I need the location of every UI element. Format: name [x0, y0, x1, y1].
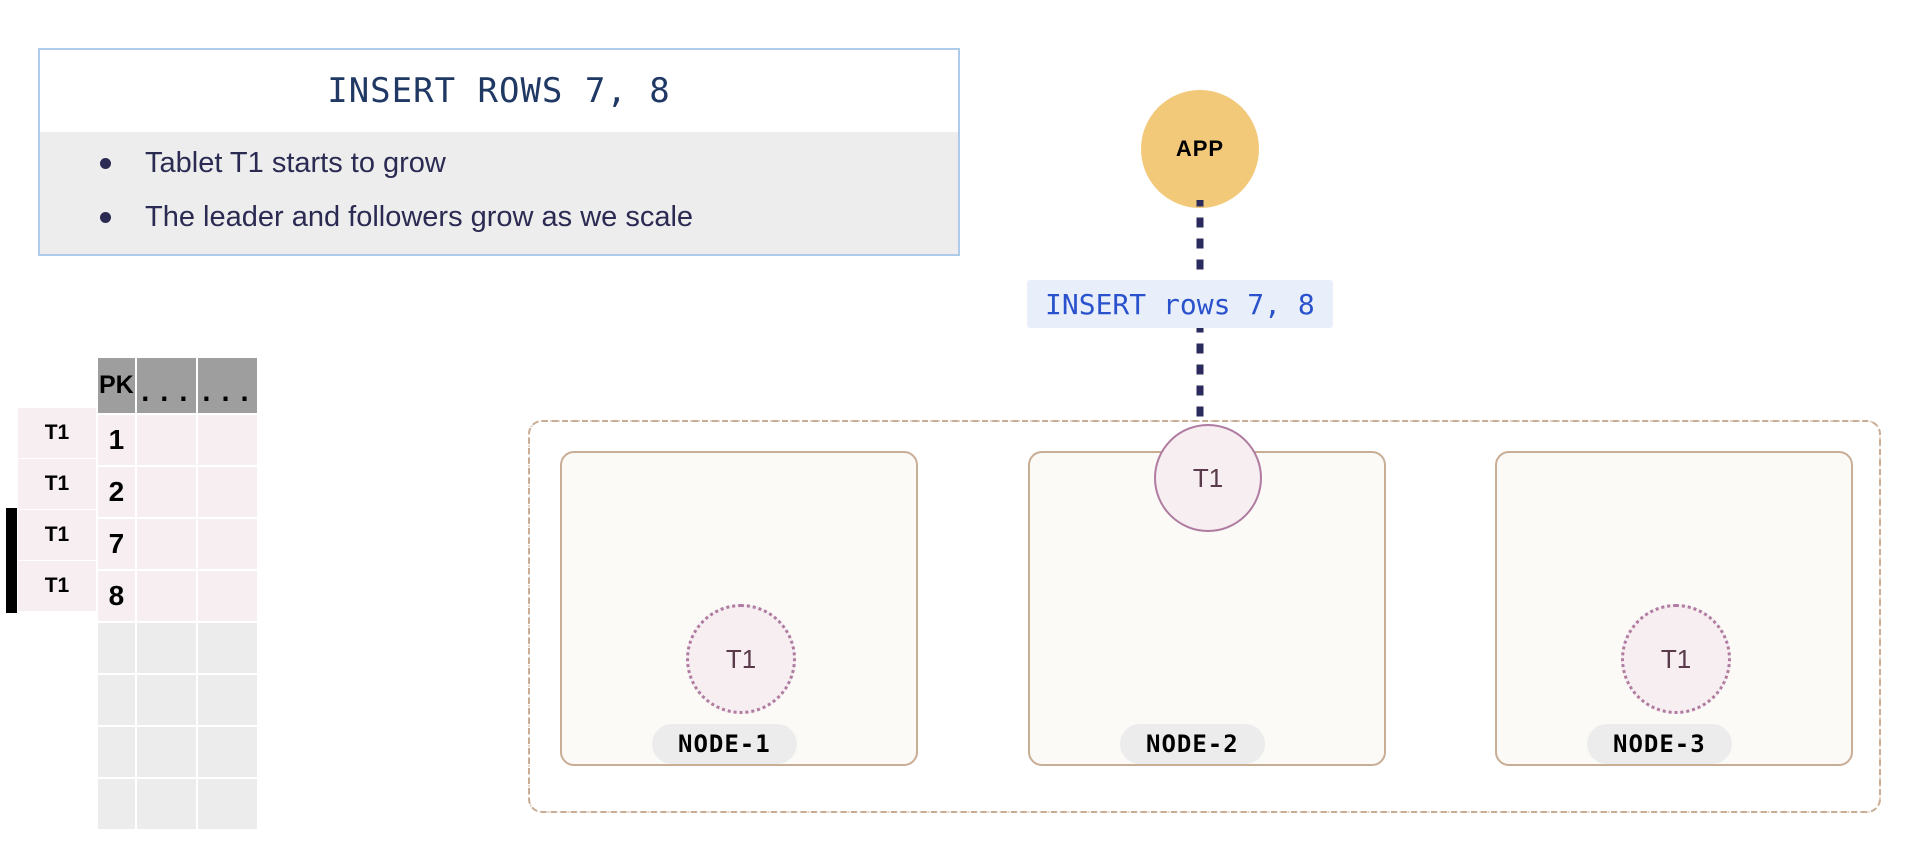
cluster-boundary: T1 T1 T1 NODE-1 NODE-2 NODE-3: [528, 420, 1881, 813]
row-tablet-label-text: T1: [44, 472, 70, 495]
table-row: 1: [98, 415, 258, 465]
node-name-pill-1: NODE-1: [652, 724, 797, 764]
info-bullet-item: Tablet T1 starts to grow: [40, 136, 958, 190]
row-tablet-label-text: T1: [44, 523, 70, 546]
cell-col2: [136, 467, 196, 517]
column-header-ellipsis-2: ...: [197, 358, 258, 413]
cell-pk: 8: [98, 571, 135, 621]
cell-pk: [98, 727, 135, 777]
node-name-text: NODE-1: [678, 730, 771, 758]
cell-pk: 2: [98, 467, 135, 517]
app-node-circle: APP: [1141, 90, 1259, 208]
row-tablet-label-new: T1: [6, 559, 96, 613]
cell-pk: [98, 623, 135, 673]
cell-col3: [197, 467, 258, 517]
row-tablet-label: T1: [18, 408, 96, 458]
cell-col3: [197, 727, 258, 777]
insert-request-label: INSERT rows 7, 8: [1027, 280, 1333, 328]
cell-col2: [136, 415, 196, 465]
tablet-label: T1: [1192, 462, 1224, 493]
cell-pk: 7: [98, 519, 135, 569]
info-box-body: Tablet T1 starts to grow The leader and …: [40, 132, 958, 254]
row-tablet-label-text: T1: [44, 574, 70, 597]
info-bullet-text: Tablet T1 starts to grow: [145, 146, 446, 179]
cell-col2: [136, 727, 196, 777]
insert-request-text: INSERT rows 7, 8: [1045, 287, 1315, 321]
tablet-label: T1: [1660, 643, 1692, 674]
cell-col3: [197, 675, 258, 725]
info-bullet-item: The leader and followers grow as we scal…: [40, 190, 958, 244]
cell-col2: [136, 675, 196, 725]
info-callout-box: INSERT ROWS 7, 8 Tablet T1 starts to gro…: [38, 48, 960, 256]
table-row: 2: [98, 467, 258, 517]
row-tablet-label: T1: [18, 459, 96, 509]
tablet-follower-node-1: T1: [686, 604, 796, 714]
bullet-dot-icon: [100, 211, 111, 223]
cell-pk: 1: [98, 415, 135, 465]
table-row-empty: [98, 727, 258, 777]
info-box-title: INSERT ROWS 7, 8: [40, 50, 958, 132]
cell-col2: [136, 571, 196, 621]
row-tablet-label-new: T1: [6, 508, 96, 562]
bullet-dot-icon: [100, 157, 111, 169]
table-row: 7: [98, 519, 258, 569]
row-tablet-label-text: T1: [44, 421, 70, 444]
tablet-leader-node-2: T1: [1154, 424, 1262, 532]
cell-col3: [197, 519, 258, 569]
cell-col3: [197, 623, 258, 673]
node-name-text: NODE-3: [1613, 730, 1706, 758]
cell-pk: [98, 779, 135, 829]
table-row-empty: [98, 675, 258, 725]
cell-pk: [98, 675, 135, 725]
table-row: 8: [98, 571, 258, 621]
column-header-ellipsis-1: ...: [136, 358, 196, 413]
cell-col2: [136, 519, 196, 569]
table-header-row: PK ... ...: [98, 358, 258, 413]
cell-col2: [136, 623, 196, 673]
cell-col2: [136, 779, 196, 829]
table-row-empty: [98, 779, 258, 829]
node-name-pill-2: NODE-2: [1120, 724, 1265, 764]
row-label-column: T1 T1 T1 T1: [6, 408, 96, 613]
table-row-empty: [98, 623, 258, 673]
tablet-follower-node-3: T1: [1621, 604, 1731, 714]
app-node-label: APP: [1175, 136, 1225, 161]
cell-col3: [197, 779, 258, 829]
info-bullet-text: The leader and followers grow as we scal…: [145, 200, 694, 233]
cell-col3: [197, 571, 258, 621]
tablet-label: T1: [725, 643, 757, 674]
cell-col3: [197, 415, 258, 465]
column-header-pk: PK: [98, 358, 135, 413]
data-table: PK ... ... 1 2 7 8: [96, 356, 259, 831]
node-name-text: NODE-2: [1146, 730, 1239, 758]
node-name-pill-3: NODE-3: [1587, 724, 1732, 764]
